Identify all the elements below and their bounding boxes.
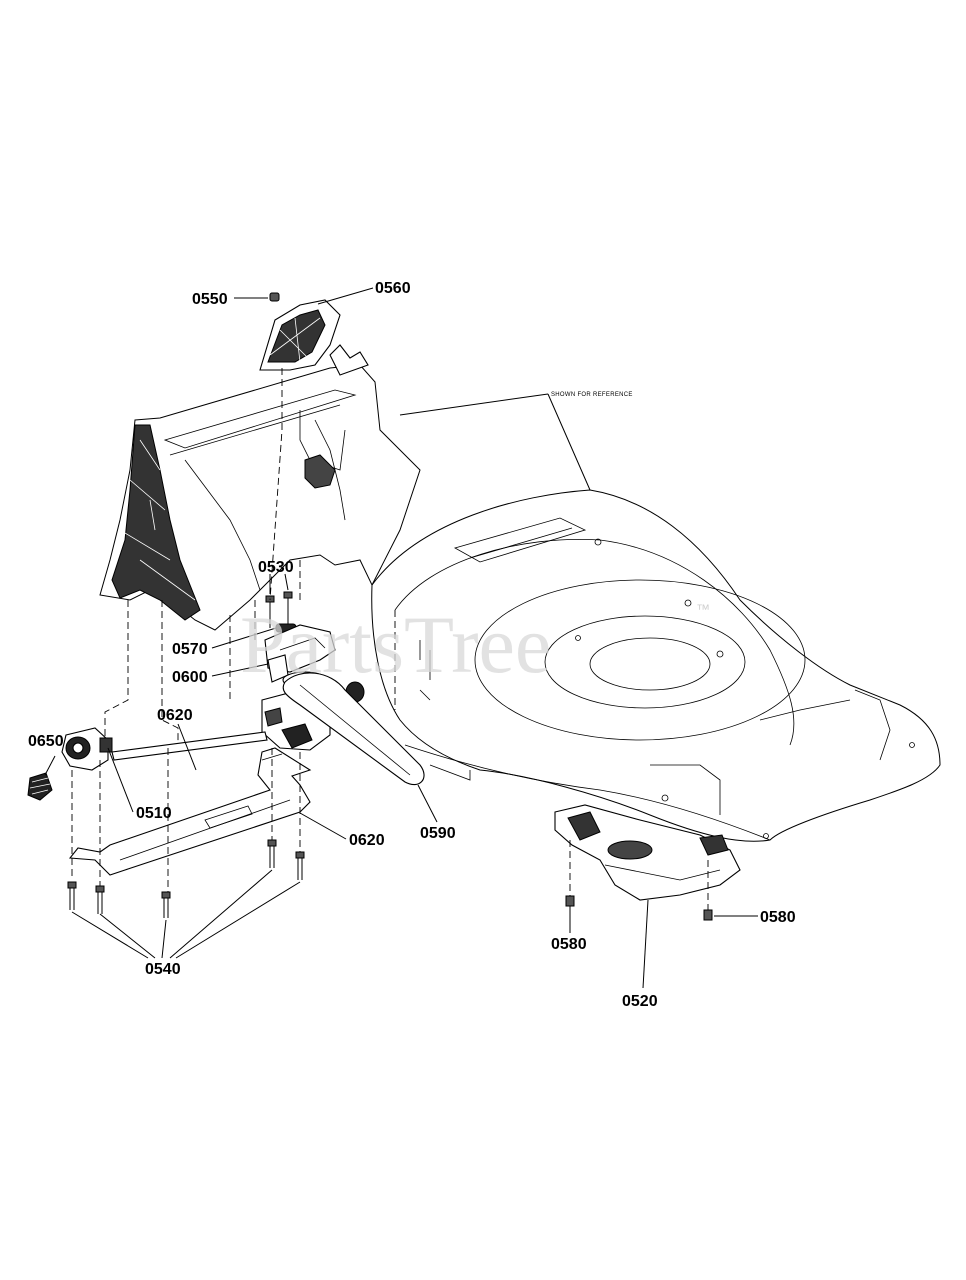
part-labels: 0550 0560 0530 0570 0600 0620 0650 0510 … <box>28 280 796 1010</box>
label-0590: 0590 <box>420 825 456 842</box>
drive-housing-0520 <box>554 804 741 901</box>
label-0620-bracket: 0620 <box>349 832 385 849</box>
bracket-0600 <box>264 624 336 683</box>
screw-0580-right <box>703 909 713 921</box>
label-0560: 0560 <box>375 280 411 297</box>
label-0540: 0540 <box>145 961 181 978</box>
axle-0620 <box>111 731 268 761</box>
pinion-0650 <box>27 772 53 801</box>
leader-lines <box>44 287 758 989</box>
bolts-0540 <box>67 839 305 918</box>
rear-baffle <box>99 344 421 631</box>
label-0520: 0520 <box>622 993 658 1010</box>
screw-0550 <box>269 292 280 302</box>
bushing-0510 <box>61 727 113 771</box>
label-0580-left: 0580 <box>551 936 587 953</box>
label-0600: 0600 <box>172 669 208 686</box>
label-0550: 0550 <box>192 291 228 308</box>
label-0620-axle: 0620 <box>157 707 193 724</box>
belt-0590 <box>282 672 425 786</box>
label-0580-right: 0580 <box>760 909 796 926</box>
screw-0580-left <box>565 895 575 907</box>
bracket-0620 <box>68 747 312 876</box>
assembly-lines <box>71 368 709 910</box>
label-0530: 0530 <box>258 559 294 576</box>
mower-deck <box>371 489 941 842</box>
label-0570: 0570 <box>172 641 208 658</box>
cover-plate <box>259 299 341 371</box>
label-0650: 0650 <box>28 733 64 750</box>
watermark-trademark: ™ <box>696 601 710 617</box>
label-0510: 0510 <box>136 805 172 822</box>
watermark: PartsTree ™ <box>240 599 710 690</box>
watermark-text: PartsTree <box>240 599 551 690</box>
reference-note: SHOWN FOR REFERENCE <box>551 392 633 398</box>
